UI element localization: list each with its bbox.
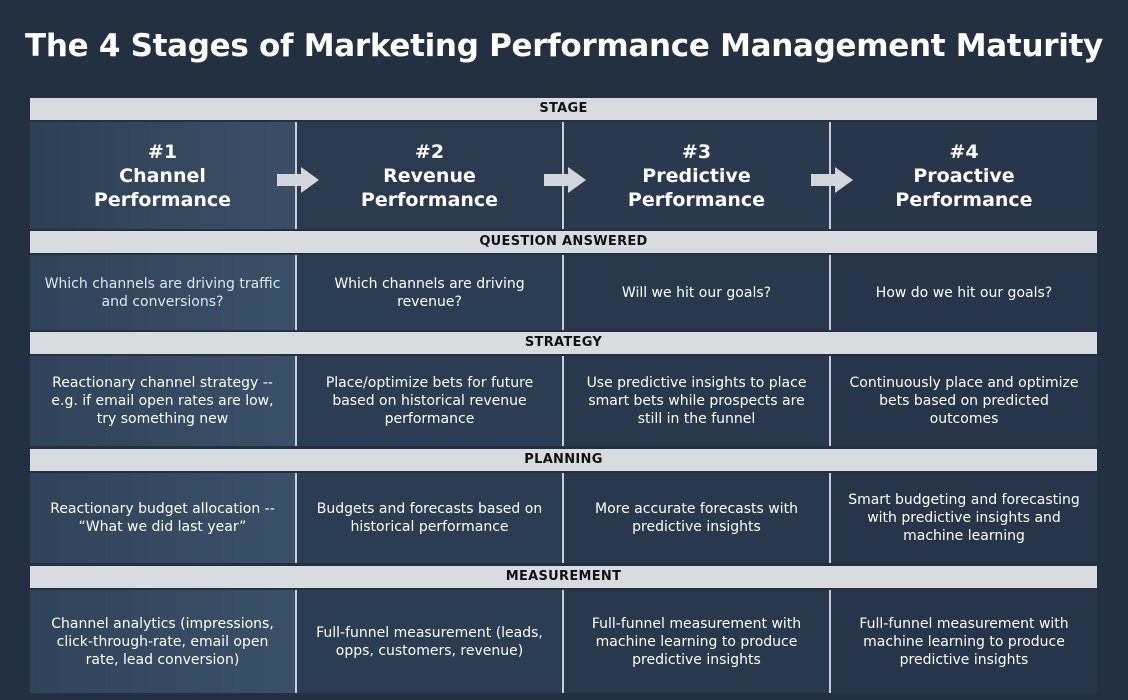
- stage-number: #3: [681, 140, 712, 163]
- column-divider: [562, 590, 564, 693]
- strategy-cell: Use predictive insights to place smart b…: [564, 356, 829, 446]
- stage-number: #4: [949, 140, 979, 163]
- stage-cell-1: #1 Channel Performance: [30, 122, 295, 229]
- stage-row: #1 Channel Performance #2 Revenue Perfor…: [30, 122, 1097, 229]
- section-header-question: QUESTION ANSWERED: [30, 231, 1097, 253]
- strategy-row: Reactionary channel strategy -- e.g. if …: [30, 356, 1097, 446]
- section-header-stage: STAGE: [30, 98, 1097, 120]
- strategy-cell: Place/optimize bets for future based on …: [297, 356, 562, 446]
- section-header-measurement: MEASUREMENT: [30, 566, 1097, 588]
- arrow-right-icon: [811, 167, 853, 193]
- arrow-right-icon: [277, 167, 319, 193]
- planning-cell: More accurate forecasts with predictive …: [564, 473, 829, 563]
- column-divider: [829, 356, 831, 446]
- planning-cell: Budgets and forecasts based on historica…: [297, 473, 562, 563]
- stage-number: #1: [147, 140, 178, 163]
- question-cell: Will we hit our goals?: [564, 255, 829, 330]
- measurement-row: Channel analytics (impressions, click-th…: [30, 590, 1097, 693]
- column-divider: [295, 473, 297, 563]
- question-cell: Which channels are driving revenue?: [297, 255, 562, 330]
- column-divider: [829, 255, 831, 330]
- stage-number: #2: [414, 140, 445, 163]
- strategy-cell: Reactionary channel strategy -- e.g. if …: [30, 356, 295, 446]
- stage-cell-2: #2 Revenue Performance: [297, 122, 562, 229]
- question-cell: Which channels are driving traffic and c…: [30, 255, 295, 330]
- column-divider: [295, 356, 297, 446]
- planning-cell: Reactionary budget allocation -- “What w…: [30, 473, 295, 563]
- page-title: The 4 Stages of Marketing Performance Ma…: [25, 28, 1103, 64]
- section-header-planning: PLANNING: [30, 449, 1097, 471]
- planning-cell: Smart budgeting and forecasting with pre…: [831, 473, 1097, 563]
- column-divider: [829, 473, 831, 563]
- question-cell: How do we hit our goals?: [831, 255, 1097, 330]
- measurement-cell: Full-funnel measurement with machine lea…: [831, 590, 1097, 693]
- stage-name: Predictive Performance: [627, 164, 766, 211]
- arrow-right-icon: [544, 167, 586, 193]
- stage-name: Proactive Performance: [895, 164, 1033, 211]
- question-row: Which channels are driving traffic and c…: [30, 255, 1097, 330]
- column-divider: [562, 356, 564, 446]
- measurement-cell: Full-funnel measurement (leads, opps, cu…: [297, 590, 562, 693]
- measurement-cell: Channel analytics (impressions, click-th…: [30, 590, 295, 693]
- column-divider: [295, 255, 297, 330]
- strategy-cell: Continuously place and optimize bets bas…: [831, 356, 1097, 446]
- column-divider: [829, 590, 831, 693]
- column-divider: [562, 473, 564, 563]
- stage-cell-3: #3 Predictive Performance: [564, 122, 829, 229]
- measurement-cell: Full-funnel measurement with machine lea…: [564, 590, 829, 693]
- column-divider: [295, 590, 297, 693]
- planning-row: Reactionary budget allocation -- “What w…: [30, 473, 1097, 563]
- column-divider: [562, 255, 564, 330]
- stage-name: Channel Performance: [93, 164, 232, 211]
- stage-name: Revenue Performance: [360, 164, 499, 211]
- section-header-strategy: STRATEGY: [30, 332, 1097, 354]
- stage-cell-4: #4 Proactive Performance: [831, 122, 1097, 229]
